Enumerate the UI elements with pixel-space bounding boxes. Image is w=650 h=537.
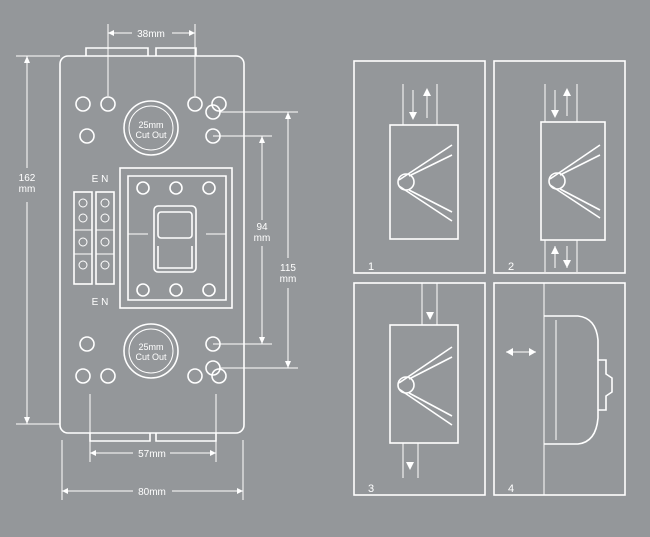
- bottom-tab-left: [89, 433, 151, 442]
- mounting-hole: [75, 368, 91, 384]
- cut-out-top-label-1: 25mm: [138, 120, 163, 130]
- top-tab-left: [85, 47, 149, 56]
- mounting-hole: [100, 368, 116, 384]
- panel-3: 3: [353, 282, 486, 496]
- panel-1-number: 1: [368, 261, 374, 273]
- terminal-label-bottom: E N: [92, 297, 109, 308]
- top-tab-right: [155, 47, 197, 56]
- cut-out-top-label-2: Cut Out: [135, 130, 167, 140]
- mounting-hole: [187, 96, 203, 112]
- bottom-tab-right: [155, 433, 217, 442]
- front-view: 25mm Cut Out E N E N: [59, 47, 245, 442]
- dimension-94mm: 94 mm: [213, 135, 272, 345]
- dimension-80mm-label: 80mm: [138, 487, 166, 498]
- dimension-57mm: 57mm: [89, 394, 217, 462]
- cut-out-bottom-label-2: Cut Out: [135, 352, 167, 362]
- cut-out-bottom: [123, 323, 179, 379]
- panel-4: 4: [493, 282, 626, 496]
- panel-4-number: 4: [508, 483, 514, 495]
- dimension-115mm-value: 115: [280, 263, 296, 274]
- panel-2-number: 2: [508, 261, 514, 273]
- terminal-label-top: E N: [92, 174, 109, 185]
- mounting-hole: [79, 128, 95, 144]
- dimension-115mm: 115 mm: [219, 111, 298, 369]
- terminal-block: [73, 191, 115, 285]
- mounting-hole: [211, 368, 227, 384]
- mounting-hole: [187, 368, 203, 384]
- panel-3-number: 3: [368, 483, 374, 495]
- enclosure-outline: [59, 55, 245, 434]
- dimension-38mm: 38mm: [107, 24, 196, 96]
- dimension-94mm-unit: mm: [254, 233, 271, 244]
- switch-module: [119, 167, 233, 309]
- dimension-162mm: 162 mm: [16, 55, 60, 425]
- cut-out-bottom-label-1: 25mm: [138, 342, 163, 352]
- mounting-hole: [79, 336, 95, 352]
- mounting-hole: [211, 96, 227, 112]
- dimension-162mm-value: 162: [19, 173, 36, 184]
- panel-1: 1: [353, 60, 486, 274]
- side-profile: [544, 315, 599, 445]
- cut-out-top: [123, 100, 179, 156]
- dimension-115mm-unit: mm: [280, 274, 297, 285]
- cut-out-bottom-inner: [128, 328, 174, 374]
- mounting-hole: [75, 96, 91, 112]
- dimension-57mm-label: 57mm: [138, 449, 166, 460]
- panel-2: 2: [493, 60, 626, 274]
- cut-out-top-inner: [128, 105, 174, 151]
- mounting-hole: [100, 96, 116, 112]
- dimension-162mm-unit: mm: [19, 184, 36, 195]
- dimension-80mm: 80mm: [61, 440, 244, 500]
- switch-rocker: [153, 205, 197, 273]
- dimension-38mm-label: 38mm: [137, 29, 165, 40]
- dimension-94mm-value: 94: [256, 222, 268, 233]
